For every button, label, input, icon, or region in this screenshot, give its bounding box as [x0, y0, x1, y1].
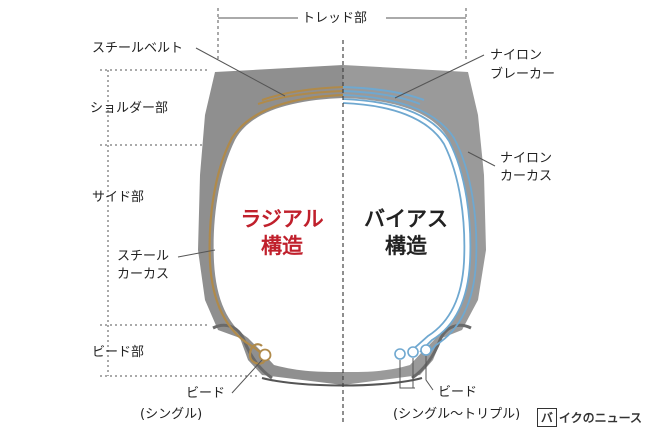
label-side: サイド部 — [92, 190, 145, 205]
nylon-carcass-plies — [342, 94, 478, 353]
leader-nylon-breaker — [394, 54, 485, 99]
leader-steel-belt — [195, 47, 286, 97]
bead-wire-2 — [407, 346, 419, 358]
leader-bead-multi-a — [399, 360, 415, 389]
bead-multi-wires — [394, 344, 432, 360]
label-tread: トレッド部 — [302, 11, 368, 26]
radial-title-line1: ラジアル — [240, 207, 324, 231]
bead-wire-3 — [420, 344, 432, 356]
label-bead-multi-1: ビード — [438, 385, 478, 400]
label-nylon-carcass-2: カーカス — [500, 169, 553, 184]
label-nylon-breaker-1: ナイロン — [490, 48, 543, 63]
label-steel-carcass-2: カーカス — [117, 267, 170, 282]
site-logo: バイクのニュース — [536, 408, 642, 427]
bead-single-wire — [258, 348, 272, 362]
nylon-breaker-layers — [342, 86, 425, 105]
bias-title-line2: 構造 — [385, 234, 427, 258]
leader-bead-multi-c — [425, 356, 434, 391]
section-guides — [100, 69, 258, 377]
logo-text: イクのニュース — [558, 411, 642, 425]
label-bead-single-2: (シングル) — [140, 407, 203, 422]
radial-title-line2: 構造 — [261, 234, 303, 258]
tread-bracket — [217, 8, 467, 62]
radial-structure-title: ラジアル 構造 — [226, 206, 338, 260]
bead-wire-1 — [394, 348, 406, 360]
leader-steel-carcass — [177, 249, 216, 258]
leader-bead-single — [231, 359, 263, 394]
label-bead-single-1: ビード — [186, 386, 226, 401]
logo-mark: バ — [536, 408, 557, 427]
label-nylon-carcass-1: ナイロン — [500, 151, 553, 166]
steel-belt-layers — [257, 86, 344, 105]
leader-lines — [177, 47, 496, 394]
bias-title-line1: バイアス — [364, 207, 448, 231]
label-steel-carcass-1: スチール — [117, 249, 170, 264]
leader-nylon-carcass — [467, 151, 496, 167]
label-nylon-breaker-2: ブレーカー — [490, 67, 556, 82]
bias-structure-title: バイアス 構造 — [350, 206, 462, 260]
label-bead-multi-2: (シングル〜トリプル) — [393, 407, 521, 422]
label-shoulder: ショルダー部 — [90, 101, 169, 116]
label-bead-section: ビード部 — [92, 345, 145, 360]
label-steel-belt: スチールベルト — [92, 41, 184, 56]
rim-flange-right — [411, 323, 472, 380]
tire-inner-cavity — [213, 98, 471, 372]
